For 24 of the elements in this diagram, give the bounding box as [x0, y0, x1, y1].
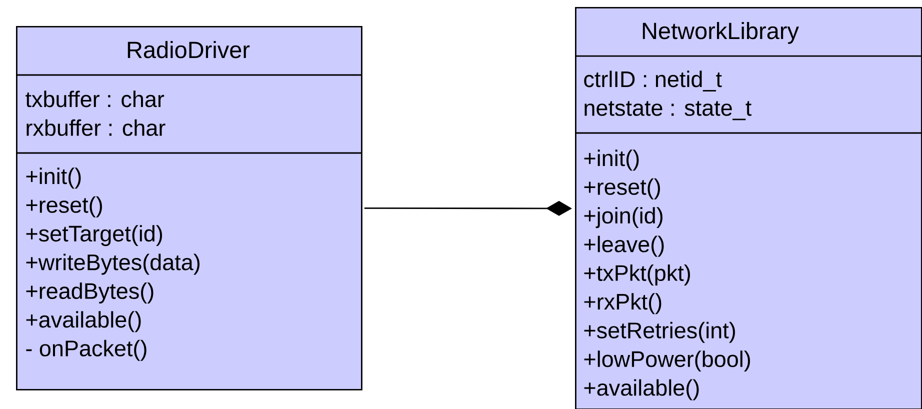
method-text: +available() [26, 311, 141, 332]
method-text: +reset() [26, 196, 102, 218]
method-text: +lowPower(bool) [584, 350, 750, 372]
method-text: +reset() [584, 178, 660, 200]
method-text: +setTarget(id) [26, 225, 162, 246]
attribute-text: ctrlID : netid_t [584, 70, 722, 92]
attribute-text: txbuffer : char [26, 90, 164, 108]
attribute-text: rxbuffer : char [26, 119, 166, 136]
method-text: +rxPkt() [584, 293, 662, 314]
class-name: RadioDriver [128, 40, 250, 58]
class-name: NetworkLibrary [642, 22, 799, 44]
method-text: +init() [26, 168, 81, 189]
method-text: +available() [584, 379, 699, 400]
method-text: +join(id) [584, 207, 662, 228]
method-text: +readBytes() [26, 282, 154, 304]
class-box [16, 26, 362, 390]
method-text: +writeBytes(data) [26, 254, 200, 275]
method-text: - onPacket() [26, 340, 146, 361]
method-text: +txPkt(pkt) [584, 264, 690, 286]
attribute-text: netstate : state_t [584, 101, 752, 120]
method-text: +setRetries(int) [584, 322, 735, 343]
method-text: +leave() [584, 236, 664, 257]
class-box [575, 7, 922, 409]
method-text: +init() [584, 150, 639, 171]
